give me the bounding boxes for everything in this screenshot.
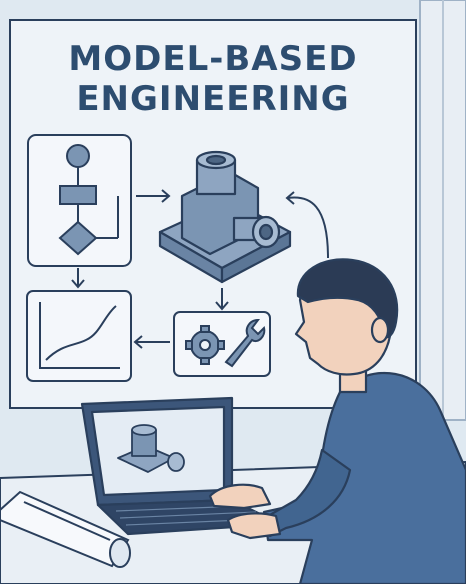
flowchart-icon: [27, 134, 132, 267]
hands: [208, 483, 282, 540]
person-engineer: [208, 258, 466, 584]
arrow-down-left: [71, 268, 85, 289]
shirt: [262, 371, 466, 584]
arrow-curved: [285, 191, 329, 259]
line-graph-icon: [26, 290, 132, 382]
poster-title-line2: ENGINEERING: [76, 79, 350, 119]
screen-part-model: [117, 424, 185, 473]
poster-title-line1: MODEL-BASED: [68, 39, 358, 79]
hair: [296, 258, 399, 339]
arrow-down: [215, 288, 229, 311]
arrow-left: [133, 335, 170, 349]
blueprint-roll-icon: [0, 490, 131, 568]
machine-part-icon: [158, 150, 292, 284]
arrow-right: [136, 189, 171, 203]
gear-wrench-icon: [173, 311, 271, 377]
ear: [370, 316, 390, 344]
